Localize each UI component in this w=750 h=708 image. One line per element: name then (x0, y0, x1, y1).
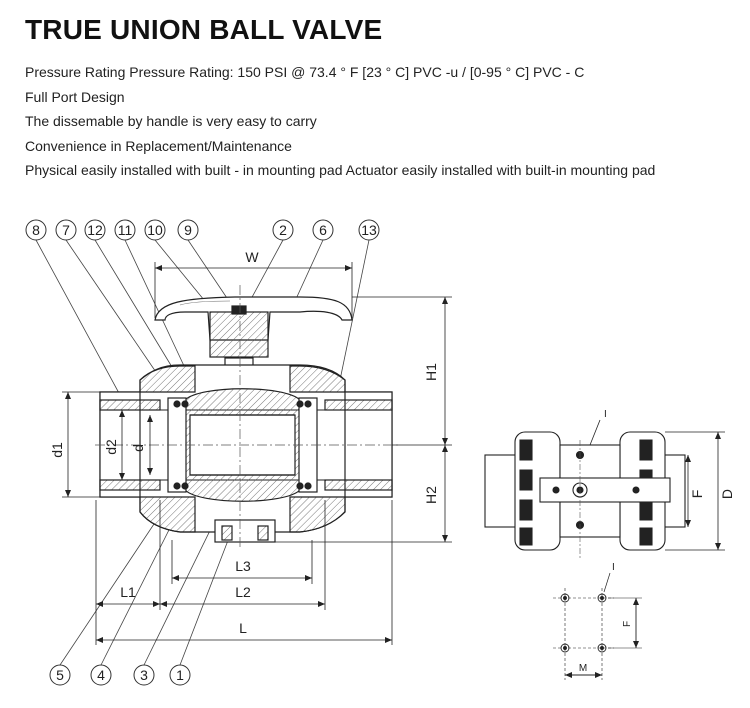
balloon-label: 10 (147, 222, 163, 238)
dim-L2: L2 (235, 584, 251, 600)
balloon-label: 6 (319, 222, 327, 238)
feature-item: Physical easily installed with built - i… (25, 162, 656, 178)
balloon-label: 13 (361, 222, 377, 238)
balloon-label: 5 (56, 667, 64, 683)
balloon-7: 7 (55, 219, 77, 241)
dim-d2: d2 (103, 439, 119, 455)
o-ring (181, 400, 189, 408)
balloon-label: 3 (140, 667, 148, 683)
balloon-label: 9 (184, 222, 192, 238)
part-balloons-bottom: 5 4 3 1 (49, 664, 191, 686)
dim-H2: H2 (423, 486, 439, 504)
feature-list: Pressure Rating Pressure Rating: 150 PSI… (25, 60, 655, 183)
dim-H1: H1 (423, 363, 439, 381)
balloon-13: 13 (358, 219, 380, 241)
mounting-pattern (553, 572, 642, 680)
o-ring (181, 482, 189, 490)
o-ring (304, 482, 312, 490)
dim-M: M (579, 663, 587, 674)
dim-W: W (245, 249, 259, 265)
balloon-8: 8 (25, 219, 47, 241)
part-balloons-top: 8 7 12 11 10 9 2 6 13 (25, 219, 380, 241)
union-nut-right-top (289, 365, 346, 393)
union-nut-left-top (139, 365, 196, 393)
top-view-dimensions (589, 419, 725, 551)
valve-top-view (484, 431, 686, 560)
dim-d1: d1 (49, 442, 65, 458)
o-ring (304, 400, 312, 408)
dimension-labels: W H1 H2 d1 d2 d L3 L2 L1 L (49, 249, 439, 636)
dimension-lines (62, 262, 452, 645)
balloon-4: 4 (90, 664, 112, 686)
dim-D: D (719, 489, 735, 499)
dim-L3: L3 (235, 558, 251, 574)
feature-item: Pressure Rating Pressure Rating: 150 PSI… (25, 64, 585, 80)
balloon-2: 2 (272, 219, 294, 241)
o-ring (173, 482, 181, 490)
stem (209, 311, 269, 358)
handle-top (539, 477, 671, 503)
feature-item: The dissemable by handle is very easy to… (25, 113, 317, 129)
balloon-1: 1 (169, 664, 191, 686)
balloon-label: 8 (32, 222, 40, 238)
balloon-11: 11 (114, 219, 136, 241)
balloon-12: 12 (84, 219, 106, 241)
union-nut-left-bottom (139, 496, 196, 533)
balloon-label: 7 (62, 222, 70, 238)
balloon-label: 11 (118, 222, 133, 238)
balloon-10: 10 (144, 219, 166, 241)
dim-F: F (622, 621, 633, 627)
dim-I: I (612, 562, 615, 573)
feature-item: Convenience in Replacement/Maintenance (25, 137, 292, 154)
dim-L1: L1 (120, 584, 136, 600)
o-ring (173, 400, 181, 408)
balloon-9: 9 (177, 219, 199, 241)
balloon-label: 12 (87, 222, 103, 238)
stem-top (231, 305, 247, 315)
dim-I-top: I (604, 409, 607, 420)
balloon-3: 3 (133, 664, 155, 686)
balloon-6: 6 (312, 219, 334, 241)
page-title: TRUE UNION BALL VALVE (25, 14, 383, 45)
dim-d: d (130, 444, 146, 452)
dim-L: L (239, 620, 247, 636)
balloon-label: 4 (97, 667, 105, 683)
balloon-label: 2 (279, 222, 287, 238)
valve-section-view (99, 296, 393, 543)
balloon-5: 5 (49, 664, 71, 686)
leader-lines-top (35, 239, 370, 396)
feature-item: Full Port Design (25, 88, 125, 105)
o-ring (296, 482, 304, 490)
union-nut-right-bottom (289, 496, 346, 533)
o-ring (296, 400, 304, 408)
balloon-label: 1 (176, 667, 184, 683)
dim-F-top: F (689, 490, 705, 499)
